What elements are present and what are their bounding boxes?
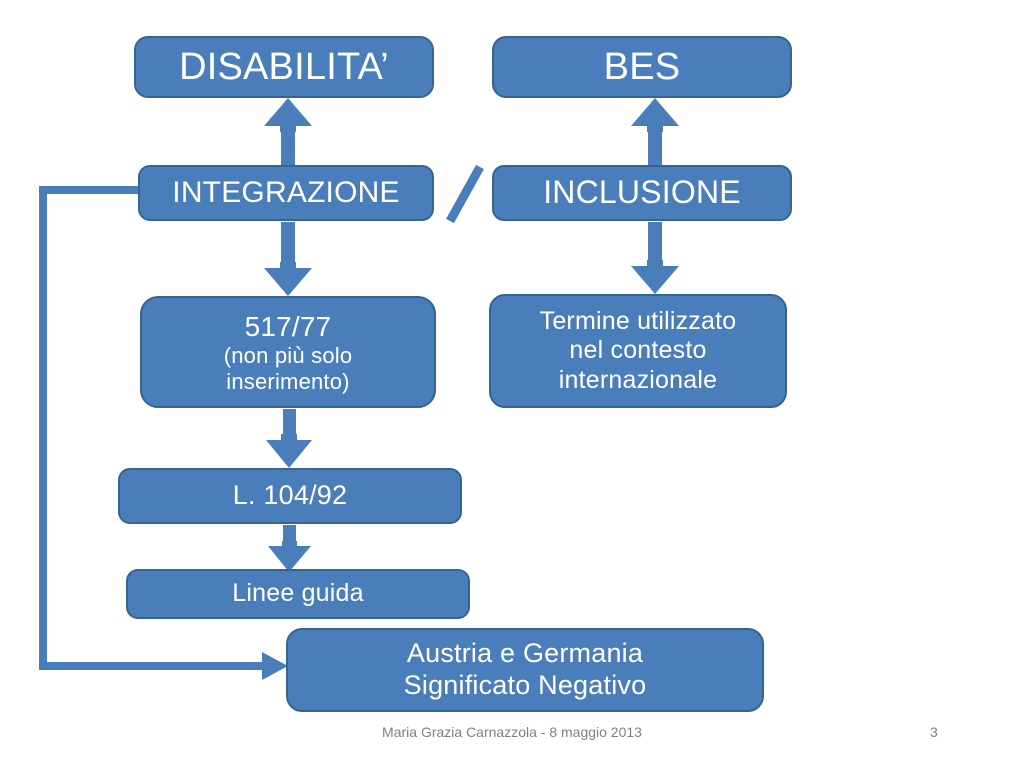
node-austria-germania[interactable]: Austria e Germania Significato Negativo [286,628,764,712]
node-legge-517-line3: inserimento) [226,368,350,394]
node-bes-label: BES [603,45,681,88]
node-bes[interactable]: BES [492,36,792,98]
node-termine-line3: internazionale [558,365,718,394]
node-termine-internazionale[interactable]: Termine utilizzato nel contesto internaz… [489,294,787,408]
arrow-517-to-104 [266,409,312,468]
node-linee-guida-label: Linee guida [232,579,364,608]
node-legge-517[interactable]: 517/77 (non più solo inserimento) [140,296,436,408]
arrow-integrazione-to-517 [264,222,312,296]
node-integrazione[interactable]: INTEGRAZIONE [138,165,434,221]
node-termine-line1: Termine utilizzato [539,306,737,335]
node-legge-104[interactable]: L. 104/92 [118,468,462,524]
footer-author-date: Maria Grazia Carnazzola - 8 maggio 2013 [382,724,642,740]
node-termine-line2: nel contesto [569,336,707,365]
node-disabilita[interactable]: DISABILITA’ [134,36,434,98]
arrow-integrazione-to-disabilita [264,98,312,166]
node-legge-104-label: L. 104/92 [232,480,348,511]
node-disabilita-label: DISABILITA’ [179,45,389,88]
node-legge-517-line1: 517/77 [244,310,332,342]
node-austria-line2: Significato Negativo [403,670,647,700]
arrow-inclusione-to-termine [631,222,679,294]
node-inclusione[interactable]: INCLUSIONE [492,165,792,221]
node-legge-517-line2: (non più solo [223,342,353,368]
arrow-104-to-linee-guida [268,525,311,572]
node-inclusione-label: INCLUSIONE [543,174,741,211]
node-linee-guida[interactable]: Linee guida [126,569,470,619]
node-austria-line1: Austria e Germania [406,638,644,669]
footer-page-number: 3 [930,724,938,740]
separator-slash-icon [446,164,484,224]
arrow-inclusione-to-bes [631,98,679,166]
node-integrazione-label: INTEGRAZIONE [172,176,400,210]
